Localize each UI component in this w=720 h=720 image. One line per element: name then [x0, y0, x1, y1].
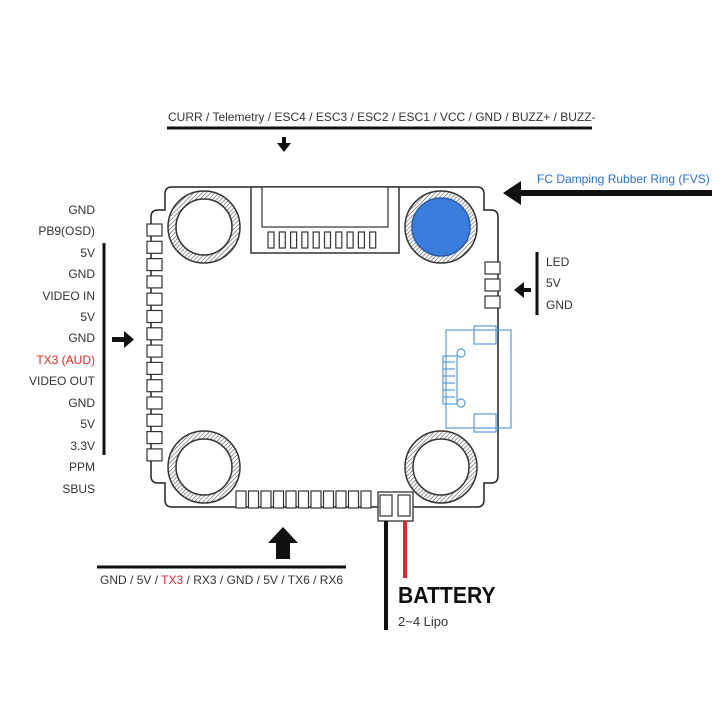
fc-board-outline — [150, 186, 499, 508]
left-pin-label: GND — [68, 203, 95, 217]
bottom-pin-label: GND — [100, 573, 127, 587]
bottom-pin-label: TX6 — [287, 573, 310, 587]
left-pad-row — [146, 223, 163, 462]
bottom-pad-row — [235, 490, 372, 509]
esc-pin — [335, 231, 343, 249]
bottom-pin-label: RX6 — [319, 573, 344, 587]
bottom-pad — [322, 490, 335, 509]
esc-pin — [278, 231, 286, 249]
left-pin-label-highlight: TX3 (AUD) — [36, 353, 95, 367]
left-pad — [146, 292, 163, 306]
esc-pin — [357, 231, 365, 249]
bottom-pad — [272, 490, 285, 509]
bottom-pad — [335, 490, 347, 509]
bottom-pin-label: 5V — [263, 573, 278, 587]
mounting-hole-bottom-right — [404, 430, 478, 504]
esc-connector — [250, 186, 400, 254]
fvs-label: FC Damping Rubber Ring (FVS) — [537, 172, 710, 186]
esc-pin — [290, 231, 298, 249]
bottom-pad — [235, 490, 247, 509]
mounting-hole-bottom-left — [167, 430, 241, 504]
left-pin-label: VIDEO IN — [42, 289, 95, 303]
bottom-connector-label: GND / 5V / TX3 / RX3 / GND / 5V / TX6 / … — [100, 573, 343, 587]
bottom-arrow-icon — [268, 527, 298, 559]
right-pad — [484, 278, 501, 292]
separator: / — [277, 573, 288, 587]
bottom-pin-label: TX3 — [161, 573, 184, 587]
bottom-pin-label: GND — [226, 573, 254, 587]
separator: / — [151, 573, 162, 587]
fvs-arrow-icon — [503, 181, 712, 205]
left-pad — [146, 413, 163, 427]
right-pad — [484, 295, 501, 309]
esc-connector-pins — [267, 231, 377, 249]
left-pin-label: GND — [68, 331, 95, 345]
left-pin-label: 5V — [80, 417, 95, 431]
top-connector-label: CURR / Telemetry / ESC4 / ESC3 / ESC2 / … — [168, 110, 596, 124]
battery-connector — [377, 491, 414, 522]
bottom-pad — [260, 490, 272, 509]
bottom-pad — [247, 490, 260, 509]
right-pad-row — [484, 261, 501, 309]
left-pin-label: GND — [68, 396, 95, 410]
left-pad — [146, 240, 163, 254]
left-pad — [146, 275, 163, 289]
left-pad — [146, 431, 163, 445]
esc-pin — [369, 231, 377, 249]
left-pin-label: VIDEO OUT — [28, 374, 95, 388]
right-pin-label: GND — [546, 298, 573, 312]
left-pin-label: 3.3V — [70, 439, 95, 453]
left-arrow-icon — [112, 331, 134, 348]
left-pad — [146, 309, 163, 324]
esc-pin — [323, 231, 332, 249]
battery-subtitle: 2~4 Lipo — [398, 614, 449, 629]
separator: / — [126, 573, 137, 587]
bottom-pad — [310, 490, 322, 509]
separator: / — [183, 573, 194, 587]
right-pin-label: LED — [546, 255, 570, 269]
right-pad — [484, 261, 501, 275]
left-pin-label: 5V — [80, 310, 95, 324]
bottom-pin-label: 5V — [136, 573, 152, 587]
left-pin-label: SBUS — [62, 482, 95, 496]
left-pad — [146, 344, 163, 358]
separator: / — [253, 573, 264, 587]
left-pad — [146, 396, 163, 410]
separator: / — [309, 573, 320, 587]
bottom-pad — [347, 490, 360, 509]
left-pad — [146, 258, 163, 272]
right-arrow-icon — [514, 282, 531, 298]
separator: / — [216, 573, 227, 587]
left-pin-label: PB9(OSD) — [38, 224, 95, 238]
bottom-pin-label: RX3 — [193, 573, 217, 587]
battery-title: BATTERY — [398, 582, 496, 608]
esc-pin — [346, 231, 354, 249]
left-pin-label: 5V — [80, 246, 95, 260]
bottom-pad — [285, 490, 297, 509]
top-arrow-icon — [277, 137, 291, 152]
bottom-pad — [360, 490, 372, 509]
left-pad — [146, 327, 163, 341]
esc-pin — [312, 231, 320, 249]
left-pad — [146, 223, 163, 237]
left-pad — [146, 448, 163, 462]
left-pad — [146, 361, 163, 375]
left-pin-label: GND — [68, 267, 95, 281]
left-pin-label: PPM — [68, 460, 95, 474]
fvs-damping-ring-icon — [404, 190, 478, 264]
esc-pin — [301, 231, 309, 249]
usb-port-icon — [442, 325, 512, 433]
bottom-pad — [297, 490, 310, 509]
right-pin-label: 5V — [546, 276, 561, 290]
esc-pin — [267, 231, 275, 249]
mounting-hole-top-left — [167, 190, 241, 264]
left-pad — [146, 379, 163, 393]
